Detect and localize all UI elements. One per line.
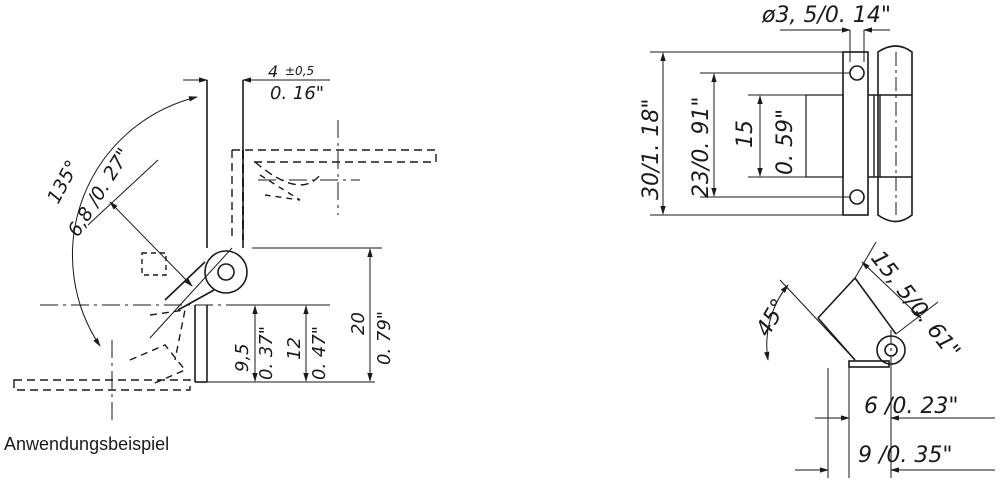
dim-height-30: 30/1. 18" bbox=[639, 51, 843, 216]
dim-height-23: 23/0. 91" bbox=[689, 72, 850, 198]
application-example-view: 4 ±0,5 0. 16" 135° 6,8 /0. 27" 9,5 0. 37… bbox=[4, 62, 437, 454]
hinge-knuckle bbox=[164, 250, 248, 311]
dim-angle-135: 135° bbox=[43, 96, 198, 347]
dim-height-15: 15 0. 59" bbox=[733, 94, 806, 178]
thickness-value: 4 bbox=[268, 62, 278, 81]
side-view: 45° 15, 5/0. 61" 6 /0. 23" 9 /0. 35" bbox=[752, 241, 995, 478]
dim-height-12: 12 0. 47" bbox=[284, 304, 330, 382]
h-20-in: 0. 79" bbox=[374, 311, 395, 365]
thickness-inch: 0. 16" bbox=[270, 83, 324, 104]
height-15-in: 0. 59" bbox=[773, 109, 798, 175]
width-9-label: 9 /0. 35" bbox=[858, 443, 953, 468]
offset-label: 6,8 /0. 27" bbox=[64, 144, 136, 240]
dim-width-6: 6 /0. 23" bbox=[815, 364, 995, 478]
front-view: ø3, 5/0. 14" 30/1. 18" 23/0. 91" 15 0. 5… bbox=[639, 3, 913, 223]
h-12-mm: 12 bbox=[284, 337, 305, 360]
dim-leaf: 15, 5/0. 61" bbox=[854, 241, 965, 364]
height-15-mm: 15 bbox=[733, 120, 758, 148]
leaf-length-label: 15, 5/0. 61" bbox=[865, 246, 964, 363]
upper-leaf bbox=[206, 80, 244, 248]
dim-hole: ø3, 5/0. 14" bbox=[761, 3, 891, 62]
h-20-mm: 20 bbox=[348, 312, 369, 335]
angle-135-label: 135° bbox=[43, 157, 84, 208]
width-6-label: 6 /0. 23" bbox=[864, 394, 959, 419]
height-23-label: 23/0. 91" bbox=[689, 96, 714, 198]
h-12-in: 0. 47" bbox=[309, 326, 330, 380]
dim-height-9-5: 9,5 0. 37" bbox=[207, 304, 375, 383]
dim-height-20: 20 0. 79" bbox=[252, 247, 395, 382]
dim-width-9: 9 /0. 35" bbox=[795, 368, 995, 478]
dim-angle-45: 45° bbox=[752, 279, 856, 361]
caption-application-example: Anwendungsbeispiel bbox=[4, 434, 169, 454]
hole-diameter-label: ø3, 5/0. 14" bbox=[761, 3, 891, 28]
h-9-5-mm: 9,5 bbox=[232, 343, 253, 372]
h-9-5-in: 0. 37" bbox=[256, 326, 277, 380]
height-30-label: 30/1. 18" bbox=[639, 98, 664, 200]
lower-leaf bbox=[194, 305, 208, 383]
hidden-panel-top bbox=[231, 149, 437, 240]
dim-thickness: 4 ±0,5 0. 16" bbox=[183, 62, 330, 104]
angle-45-label: 45° bbox=[752, 295, 793, 341]
hidden-panel-bottom bbox=[13, 252, 191, 391]
thickness-tolerance: ±0,5 bbox=[285, 64, 314, 78]
